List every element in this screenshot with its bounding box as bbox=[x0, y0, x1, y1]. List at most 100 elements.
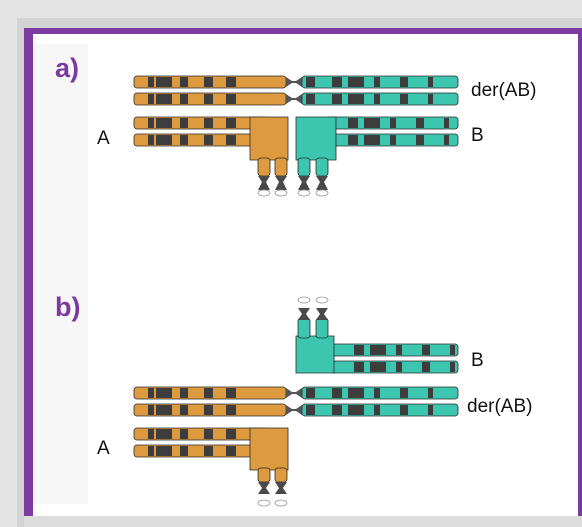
panel-a-chrom-b-arm-0-band-0 bbox=[348, 118, 358, 128]
panel-a-der-a-arm-1-band-1 bbox=[156, 94, 172, 104]
panel-a-chrom-a-arm-0 bbox=[133, 116, 269, 130]
panel-b-der-a-arm-0-band-4 bbox=[226, 388, 236, 398]
panel-b-chrom-b-short-arm-1 bbox=[315, 317, 329, 339]
panel-b-der-centromere-1 bbox=[286, 405, 302, 415]
panel-a-der-b-arm-0-band-0 bbox=[306, 77, 315, 87]
bottom-strip bbox=[24, 516, 582, 527]
panel-a-chrom-b-corner bbox=[295, 116, 337, 161]
panel-a-chrom-b-satellite-1 bbox=[316, 176, 328, 190]
panel-a-der-b-arm-0-band-4 bbox=[400, 77, 408, 87]
panel-a-der-a-arm-0-band-4 bbox=[226, 77, 236, 87]
panel-a-chrom-a-arm-0-band-3 bbox=[204, 118, 213, 128]
panel-b-chrom-a-satellite-0 bbox=[258, 482, 270, 494]
panel-b-chrom-b-arm-1-band-3 bbox=[422, 362, 430, 372]
panel-b-chrom-a-satellite-1 bbox=[275, 482, 287, 494]
panel-a-chrom-b-arm-0-band-2 bbox=[390, 118, 396, 128]
panel-b-der-a-arm-0-band-2 bbox=[180, 388, 188, 398]
panel-b-der-b-arm-1-band-5 bbox=[428, 405, 433, 415]
panel-b-chrom-b-satellite-1 bbox=[316, 308, 328, 320]
panel-a-der-a-arm-1-band-2 bbox=[180, 94, 188, 104]
panel-b-chrom-a-arm-1-band-4 bbox=[226, 446, 236, 456]
panel-a-der-b-arm-1-band-1 bbox=[332, 94, 342, 104]
panel-b-der-a-arm-1-band-0 bbox=[148, 405, 154, 415]
panel-b-derivative-label: der(AB) bbox=[467, 396, 533, 417]
panel-b-satellite-marker-bottom-0 bbox=[257, 499, 271, 507]
panel-b-der-b-arm-1-band-2 bbox=[348, 405, 364, 415]
panel-b-chrom-b-short-arm-0 bbox=[297, 317, 311, 339]
panel-b-der-a-arm-1-band-4 bbox=[226, 405, 236, 415]
panel-a-der-a-arm-1-band-4 bbox=[226, 94, 236, 104]
panel-b-chrom-b-arm-0-band-3 bbox=[422, 345, 430, 355]
panel-b-chrom-b-arm-0-band-2 bbox=[396, 345, 402, 355]
panel-b-satellite-marker-top-1 bbox=[315, 296, 329, 304]
panel-a-der-a-arm-1-band-0 bbox=[148, 94, 154, 104]
panel-a-der-b-arm-0-band-2 bbox=[348, 77, 364, 87]
panel-b-chrom-a-corner bbox=[249, 427, 289, 471]
panel-a-chrom-b-arm-0-band-4 bbox=[444, 118, 449, 128]
panel-b-chrom-a-arm-0-band-2 bbox=[180, 429, 188, 439]
panel-b-chrom-b-arm-0-band-4 bbox=[450, 345, 455, 355]
panel-b-der-b-arm-1-band-3 bbox=[374, 405, 380, 415]
panel-b-der-a-arm-1-band-2 bbox=[180, 405, 188, 415]
panel-a-chrom-a-satellite-0 bbox=[258, 176, 270, 190]
panel-b-chrom-a-arm-0-band-4 bbox=[226, 429, 236, 439]
panel-a-der-a-arm-1-band-3 bbox=[204, 94, 213, 104]
panel-a-der-b-arm-1-band-2 bbox=[348, 94, 364, 104]
panel-b-der-b-arm-0-band-0 bbox=[306, 388, 315, 398]
panel-a-der-centromere-0 bbox=[286, 77, 302, 87]
panel-b-satellite-marker-top-0 bbox=[297, 296, 311, 304]
panel-a-chrom-a-arm-1-band-0 bbox=[148, 135, 154, 145]
panel-b-chrom-a-arm-1-band-3 bbox=[204, 446, 213, 456]
panel-b-chrom-a-arm-1-band-0 bbox=[148, 446, 154, 456]
panel-b-chrom-b-corner bbox=[295, 335, 335, 374]
panel-b-chrom-a-short-arm-0 bbox=[257, 467, 271, 483]
panel-b-der-a-arm-1-band-3 bbox=[204, 405, 213, 415]
panel-b-der-a-arm-0-band-1 bbox=[156, 388, 172, 398]
panel-a-chrom-b-arm-1-band-0 bbox=[348, 135, 358, 145]
panel-b-chrom-a-short-arm-1 bbox=[274, 467, 288, 483]
panel-b-chrom-a-arm-0-band-3 bbox=[204, 429, 213, 439]
panel-b-der-a-arm-1-band-1 bbox=[156, 405, 172, 415]
figure-panel bbox=[24, 28, 582, 527]
panel-b-chrom-a-arm-1-band-1 bbox=[156, 446, 172, 456]
panel-a-satellite-marker-1 bbox=[274, 189, 288, 197]
panel-a-chrom-a-short-arm-0 bbox=[257, 157, 271, 177]
panel-a-der-a-arm-0-band-2 bbox=[180, 77, 188, 87]
panel-a-der-b-arm-0-band-5 bbox=[428, 77, 433, 87]
panel-b-chrom-b-satellite-0 bbox=[298, 308, 310, 320]
panel-b-der-b-arm-1-band-4 bbox=[400, 405, 408, 415]
panel-b-satellite-marker-bottom-1 bbox=[274, 499, 288, 507]
panel-b-chrom-a-arm-0 bbox=[133, 427, 269, 441]
panel-a-chrom-b-short-arm-0 bbox=[297, 157, 311, 177]
panel-b-chrom-b-arm-1 bbox=[329, 360, 459, 374]
panel-a-der-a-arm-0-band-0 bbox=[148, 77, 154, 87]
panel-a-chrom-a-arm-0-band-2 bbox=[180, 118, 188, 128]
panel-a-der-a-arm-0-band-1 bbox=[156, 77, 172, 87]
panel-a-label: a) bbox=[55, 53, 80, 83]
panel-a-der-b-arm-1-band-5 bbox=[428, 94, 433, 104]
panel-a-chrom-b-arm-1-band-2 bbox=[390, 135, 396, 145]
panel-a-satellite-marker-2 bbox=[297, 189, 311, 197]
panel-b-chrom-b-arm-1-band-1 bbox=[370, 362, 386, 372]
panel-b-chrom-b-arm-1-band-4 bbox=[450, 362, 455, 372]
panel-b-chrom-b-arm-0 bbox=[329, 343, 459, 357]
panel-b-chromosome-a-label: A bbox=[97, 438, 110, 459]
panel-b-der-a-arm-0-band-3 bbox=[204, 388, 213, 398]
panel-b-label: b) bbox=[55, 292, 81, 322]
panel-a-der-b-arm-0-band-3 bbox=[374, 77, 380, 87]
panel-b-chromosome-b-label: B bbox=[471, 350, 484, 371]
panel-a-der-b-arm-0-band-1 bbox=[332, 77, 342, 87]
panel-a-chrom-b-satellite-0 bbox=[298, 176, 310, 190]
panel-b-chrom-a-arm-0-band-1 bbox=[156, 429, 172, 439]
panel-a-chrom-a-satellite-1 bbox=[275, 176, 287, 190]
panel-b-chrom-a-arm-1-band-2 bbox=[180, 446, 188, 456]
panel-b-der-b-arm-0-band-1 bbox=[332, 388, 342, 398]
panel-a-chromosome-a-label: A bbox=[97, 128, 110, 149]
panel-a-chrom-a-corner bbox=[249, 116, 289, 161]
panel-a-satellite-marker-0 bbox=[257, 189, 271, 197]
panel-b-der-b-arm-0-band-5 bbox=[428, 388, 433, 398]
panel-a-chrom-a-arm-0-band-1 bbox=[156, 118, 172, 128]
panel-b-chrom-b-arm-1-band-2 bbox=[396, 362, 402, 372]
panel-b-chrom-b-arm-0-band-1 bbox=[370, 345, 386, 355]
